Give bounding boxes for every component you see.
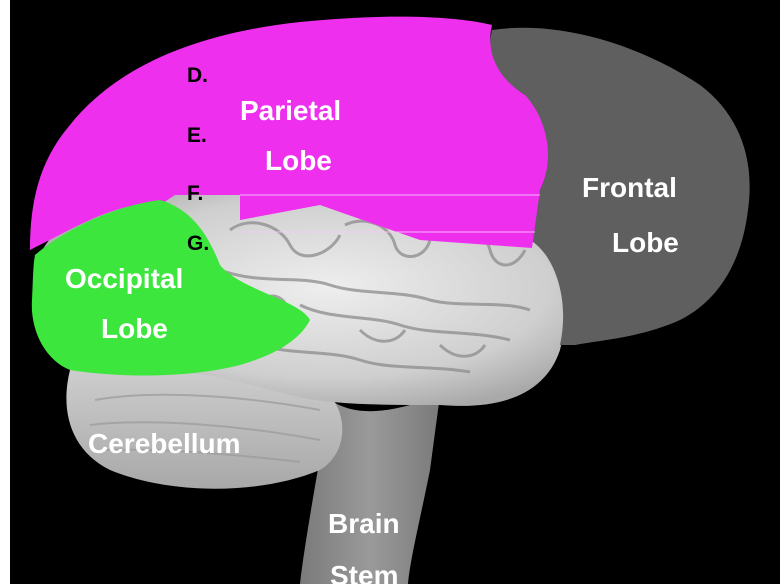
brain-stem-label-line2: Stem — [330, 560, 398, 584]
blank-label-f: F. — [187, 182, 203, 206]
blank-label-e: E. — [187, 124, 207, 148]
occipital-label-line1: Occipital — [65, 263, 183, 295]
brain-stem-label-line1: Brain — [328, 508, 400, 540]
cerebellum-label: Cerebellum — [88, 428, 241, 460]
parietal-label-line2: Lobe — [265, 145, 332, 177]
frontal-label-line1: Frontal — [582, 172, 677, 204]
frontal-label-line2: Lobe — [612, 227, 679, 259]
parietal-label-line1: Parietal — [240, 95, 341, 127]
blank-label-g: G. — [187, 232, 209, 256]
blank-label-d: D. — [187, 64, 208, 88]
occipital-label-line2: Lobe — [101, 313, 168, 345]
